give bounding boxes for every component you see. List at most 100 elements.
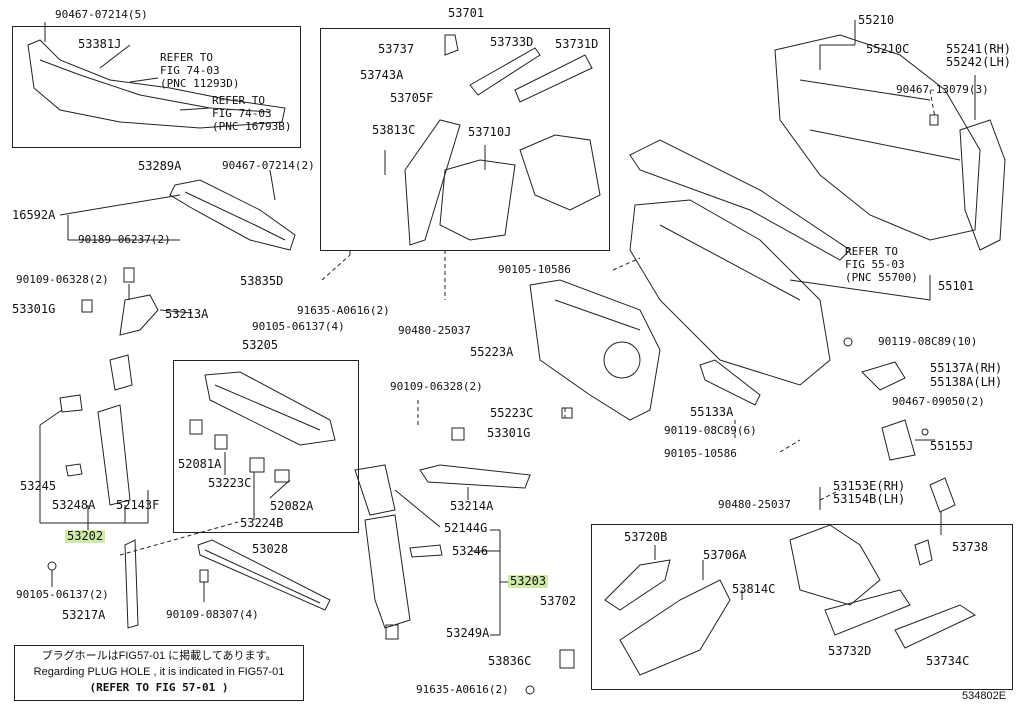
part-label-53836c[interactable]: 53836C: [488, 654, 532, 668]
part-label-90467-07214-2[interactable]: 90467-07214(2): [222, 159, 315, 172]
part-label-53154b[interactable]: 53154B(LH): [833, 492, 906, 506]
part-label-55155j[interactable]: 55155J: [930, 439, 974, 453]
part-label-53737[interactable]: 53737: [378, 42, 415, 56]
part-label-53814c[interactable]: 53814C: [732, 582, 776, 596]
part-label-53217a[interactable]: 53217A: [62, 608, 106, 622]
part-label-52081a[interactable]: 52081A: [178, 457, 222, 471]
part-label-91635-a0616-2a[interactable]: 91635-A0616(2): [297, 304, 390, 317]
part-label-53835d[interactable]: 53835D: [240, 274, 284, 288]
part-label-53710j[interactable]: 53710J: [468, 125, 512, 139]
part-label-53205[interactable]: 53205: [242, 338, 279, 352]
part-label-53246[interactable]: 53246: [452, 544, 489, 558]
part-label-53734c[interactable]: 53734C: [926, 654, 970, 668]
part-label-90105-06137-4[interactable]: 90105-06137(4): [252, 320, 345, 333]
part-label-53738[interactable]: 53738: [952, 540, 989, 554]
part-label-90105-10586-a[interactable]: 90105-10586: [498, 263, 571, 276]
part-label-90467-09050-2[interactable]: 90467-09050(2): [892, 395, 985, 408]
part-outline-53737: [444, 34, 459, 56]
part-label-53203[interactable]: 53203: [508, 574, 549, 588]
refer-label-16793b-b: FIG 74-03: [212, 107, 272, 120]
part-label-55137a[interactable]: 55137A(RH): [930, 361, 1003, 375]
part-outline-52143f: [97, 404, 131, 506]
part-label-55242lh[interactable]: 55242(LH): [946, 55, 1012, 69]
part-outline-cowl-top: [629, 139, 851, 261]
figure-number: 534802E: [962, 690, 1007, 702]
part-label-90467-07214-5[interactable]: 90467-07214(5): [55, 8, 148, 21]
part-label-55241rh[interactable]: 55241(RH): [946, 42, 1012, 56]
part-outline-55101: [629, 199, 831, 386]
part-label-53248a[interactable]: 53248A: [52, 498, 96, 512]
part-label-53720b[interactable]: 53720B: [624, 530, 668, 544]
part-label-52143f[interactable]: 52143F: [116, 498, 160, 512]
part-label-53381j[interactable]: 53381J: [78, 37, 122, 51]
part-outline-53738-body: [789, 524, 881, 606]
plug-hole-note: プラグホールはFIG57-01 に掲載してあります。 Regarding PLU…: [14, 645, 304, 701]
part-label-90467-13079-3[interactable]: 90467-13079(3): [896, 83, 989, 96]
part-label-55138a[interactable]: 55138A(LH): [930, 375, 1003, 389]
part-label-53701[interactable]: 53701: [448, 6, 485, 20]
part-label-90189-06237-2[interactable]: 90189-06237(2): [78, 233, 171, 246]
part-label-53743a[interactable]: 53743A: [360, 68, 404, 82]
part-outline-53301g: [81, 299, 93, 313]
part-label-53706a[interactable]: 53706A: [703, 548, 747, 562]
part-label-53702[interactable]: 53702: [540, 594, 577, 608]
part-outline-52144g: [354, 464, 396, 516]
part-label-53813c[interactable]: 53813C: [372, 123, 416, 137]
part-label-90119-08c89-6[interactable]: 90119-08C89(6): [664, 424, 757, 437]
refer-label-11293d-a: REFER TO: [160, 51, 213, 64]
part-label-55101[interactable]: 55101: [938, 279, 975, 293]
part-label-55133a[interactable]: 55133A: [690, 405, 734, 419]
part-label-91635-a0616-2b[interactable]: 91635-A0616(2): [416, 683, 509, 696]
part-label-90105-10586-b[interactable]: 90105-10586: [664, 447, 737, 460]
part-outline-55210: [774, 34, 981, 241]
part-label-53223c[interactable]: 53223C: [208, 476, 252, 490]
part-label-53301g-a[interactable]: 53301G: [12, 302, 56, 316]
refer-label-16793b-c: (PNC 16793B): [212, 120, 292, 133]
part-label-53732d[interactable]: 53732D: [828, 644, 872, 658]
part-label-55210c[interactable]: 55210C: [866, 42, 910, 56]
part-label-53733d[interactable]: 53733D: [490, 35, 534, 49]
part-outline-53205: [204, 371, 336, 446]
part-label-55223a[interactable]: 55223A: [470, 345, 514, 359]
part-label-52082a[interactable]: 52082A: [270, 499, 314, 513]
cowl-group-frame: [12, 26, 301, 148]
group-53701-frame: [320, 28, 610, 251]
part-outline-53732d: [824, 589, 911, 636]
part-label-53705f[interactable]: 53705F: [390, 91, 434, 105]
part-label-90105-06137-2[interactable]: 90105-06137(2): [16, 588, 109, 601]
part-outline-53217a: [124, 539, 139, 629]
part-label-90109-06328-2b[interactable]: 90109-06328(2): [390, 380, 483, 393]
part-outline-55137a: [861, 361, 906, 391]
part-label-90480-25037-b[interactable]: 90480-25037: [718, 498, 791, 511]
part-label-90109-08307-4[interactable]: 90109-08307(4): [166, 608, 259, 621]
part-outline-55223a: [529, 279, 661, 421]
part-label-90119-08c89-10[interactable]: 90119-08C89(10): [878, 335, 978, 348]
part-label-53301g-b[interactable]: 53301G: [487, 426, 531, 440]
part-outline-53289a: [169, 179, 296, 251]
refer-label-16793b-a: REFER TO: [212, 94, 265, 107]
part-outline-clip-90109: [123, 267, 135, 283]
part-label-53214a[interactable]: 53214A: [450, 499, 494, 513]
part-outline-53733d: [469, 47, 541, 96]
part-label-53153e[interactable]: 53153E(RH): [833, 479, 906, 493]
part-outline-55241: [959, 119, 1006, 251]
part-outline-55133a: [699, 359, 761, 406]
part-label-53213a[interactable]: 53213A: [165, 307, 209, 321]
part-label-55223c[interactable]: 55223C: [490, 406, 534, 420]
part-label-90109-06328-2a[interactable]: 90109-06328(2): [16, 273, 109, 286]
part-label-53731d[interactable]: 53731D: [555, 37, 599, 51]
part-label-53028[interactable]: 53028: [252, 542, 289, 556]
part-outline-53710j: [439, 159, 516, 241]
part-label-53245[interactable]: 53245: [20, 479, 57, 493]
part-label-53249a[interactable]: 53249A: [446, 626, 490, 640]
part-label-90480-25037-a[interactable]: 90480-25037: [398, 324, 471, 337]
part-outline-53223c: [249, 457, 265, 473]
part-label-55210[interactable]: 55210: [858, 13, 895, 27]
refer-label-55700-b: FIG 55-03: [845, 258, 905, 271]
part-label-53289a[interactable]: 53289A: [138, 159, 182, 173]
part-outline-upper-member: [109, 354, 133, 391]
part-label-16592a[interactable]: 16592A: [12, 208, 56, 222]
part-label-53202[interactable]: 53202: [65, 529, 106, 543]
part-label-52144g[interactable]: 52144G: [444, 521, 488, 535]
part-label-53224b[interactable]: 53224B: [240, 516, 284, 530]
